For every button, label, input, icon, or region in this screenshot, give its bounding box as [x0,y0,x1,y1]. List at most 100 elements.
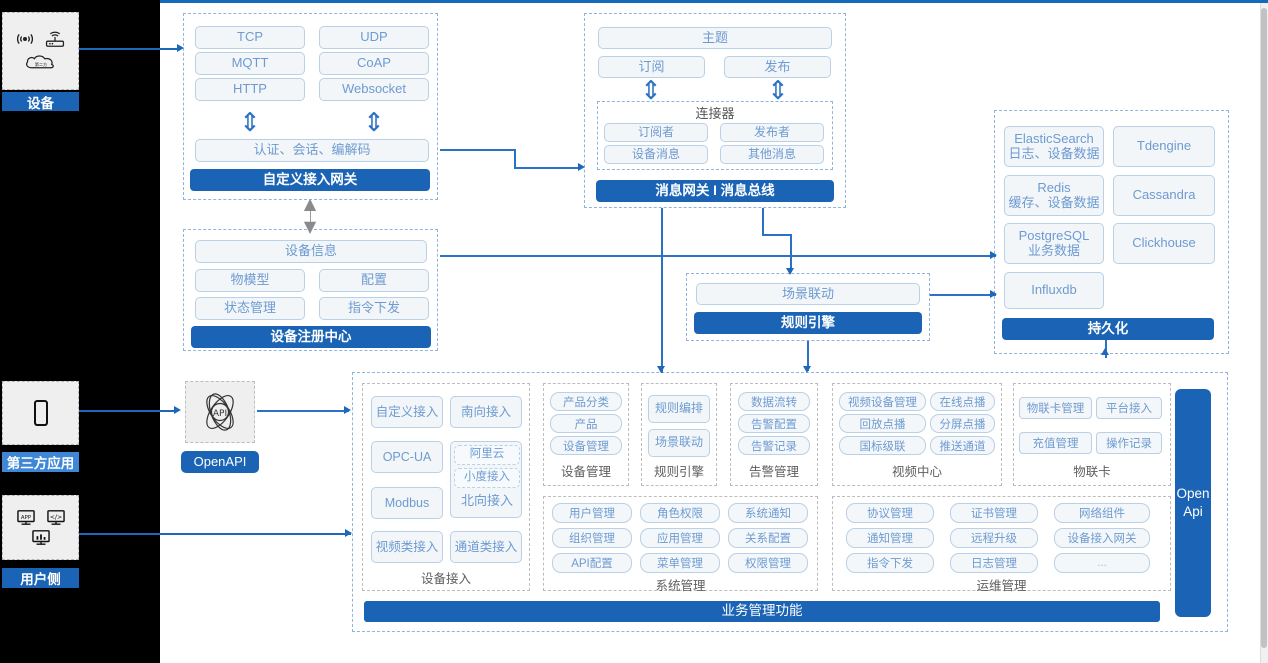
device-state-mgmt[interactable]: 状态管理 [195,297,305,320]
store-desc: 业务数据 [1027,242,1080,258]
connector-gateway-bus-v [514,149,516,169]
item-relation-config[interactable]: 关系配置 [728,528,808,548]
store-clickhouse[interactable]: Clickhouse [1113,223,1215,264]
page-scrollbar[interactable] [1260,3,1268,663]
item-more[interactable]: ... [1054,553,1150,573]
item-system-notice[interactable]: 系统通知 [728,503,808,523]
item-operation-record[interactable]: 操作记录 [1096,432,1162,454]
item-push-channel[interactable]: 推送通道 [930,436,995,455]
item-remote-upgrade[interactable]: 远程升级 [950,528,1038,548]
access-northbound[interactable]: 阿里云 小度接入 北向接入 [450,441,522,518]
arrow-openapi-to-business [344,406,351,414]
business-footer-bar[interactable]: 业务管理功能 [364,601,1160,622]
item-command-dispatch[interactable]: 指令下发 [846,553,934,573]
item-role-permission[interactable]: 角色权限 [640,503,720,523]
item-org-mgmt[interactable]: 组织管理 [552,528,632,548]
signal-icon [15,31,35,47]
updown-arrow-subscribe: ⇕ [640,75,662,106]
access-video[interactable]: 视频类接入 [371,531,443,563]
item-menu-mgmt[interactable]: 菜单管理 [640,553,720,573]
protocol-http[interactable]: HTTP [195,78,305,101]
device-icon-card: 第二方 [2,12,79,90]
access-channel[interactable]: 通道类接入 [450,531,522,563]
gateway-middle-functions[interactable]: 认证、会话、编解码 [195,139,429,162]
item-gb-cascade[interactable]: 国标级联 [839,436,926,455]
access-custom[interactable]: 自定义接入 [371,396,443,428]
connector-publisher[interactable]: 发布者 [720,123,824,142]
store-elasticsearch[interactable]: ElasticSearch 日志、设备数据 [1004,126,1104,167]
store-redis[interactable]: Redis 缓存、设备数据 [1004,175,1104,216]
access-aliyun[interactable]: 阿里云 [454,445,520,465]
openapi-vertical-bar[interactable]: Open Api [1175,389,1211,617]
scene-linkage-box[interactable]: 场景联动 [696,283,920,305]
group-label-device-mgmt: 设备管理 [560,464,611,479]
subscribe-box[interactable]: 订阅 [598,56,705,78]
publish-box[interactable]: 发布 [724,56,831,78]
item-api-config[interactable]: API配置 [552,553,632,573]
store-influxdb[interactable]: Influxdb [1004,272,1104,309]
access-modbus[interactable]: Modbus [371,487,443,519]
openapi-tag[interactable]: OpenAPI [181,451,259,473]
item-online-play[interactable]: 在线点播 [930,392,995,411]
rule-engine-footer[interactable]: 规则引擎 [694,312,922,334]
item-user-mgmt[interactable]: 用户管理 [552,503,632,523]
item-permission-mgmt[interactable]: 权限管理 [728,553,808,573]
gateway-footer[interactable]: 自定义接入网关 [190,169,430,191]
item-protocol-mgmt[interactable]: 协议管理 [846,503,934,523]
item-device-access-gateway[interactable]: 设备接入网关 [1054,528,1150,548]
group-label-alarm-mgmt: 告警管理 [748,464,799,479]
item-data-forward[interactable]: 数据流转 [738,392,810,411]
item-video-device-mgmt[interactable]: 视频设备管理 [839,392,926,411]
device-registry-footer[interactable]: 设备注册中心 [191,326,431,348]
item-iot-card-mgmt[interactable]: 物联卡管理 [1019,397,1092,419]
access-gateway-group [183,13,438,200]
access-opc-ua[interactable]: OPC-UA [371,441,443,473]
store-name: Influxdb [1031,282,1077,298]
device-info-box[interactable]: 设备信息 [195,240,427,263]
arrow-registry-to-persistence [990,251,997,259]
protocol-mqtt[interactable]: MQTT [195,52,305,75]
store-cassandra[interactable]: Cassandra [1113,175,1215,216]
item-rule-orchestration[interactable]: 规则编排 [648,395,710,423]
item-playback[interactable]: 回放点播 [839,414,926,433]
store-tdengine[interactable]: Tdengine [1113,126,1215,167]
message-bus-footer[interactable]: 消息网关 I 消息总线 [596,180,834,202]
item-app-mgmt[interactable]: 应用管理 [640,528,720,548]
device-command-dispatch[interactable]: 指令下发 [319,297,429,320]
device-thing-model[interactable]: 物模型 [195,269,305,292]
arrow-gateway-registry-up: ▲ [303,194,317,213]
item-scene-linkage[interactable]: 场景联动 [648,429,710,457]
item-log-mgmt[interactable]: 日志管理 [950,553,1038,573]
item-alarm-record[interactable]: 告警记录 [738,436,810,455]
scrollbar-thumb[interactable] [1261,8,1267,648]
access-xiaodu[interactable]: 小度接入 [454,468,520,488]
protocol-udp[interactable]: UDP [319,26,429,49]
item-device-mgmt[interactable]: 设备管理 [550,436,622,455]
item-network-component[interactable]: 网络组件 [1054,503,1150,523]
item-product[interactable]: 产品 [550,414,622,433]
item-product-category[interactable]: 产品分类 [550,392,622,411]
protocol-tcp[interactable]: TCP [195,26,305,49]
item-alarm-config[interactable]: 告警配置 [738,414,810,433]
item-recharge-mgmt[interactable]: 充值管理 [1019,432,1092,454]
item-notice-mgmt[interactable]: 通知管理 [846,528,934,548]
connector-other-message[interactable]: 其他消息 [720,145,824,164]
router-icon [44,31,66,48]
openapi-icon-card [185,381,255,443]
user-side-icon-card: APP </> [2,495,79,560]
group-video-center [832,383,1002,486]
device-config[interactable]: 配置 [319,269,429,292]
protocol-coap[interactable]: CoAP [319,52,429,75]
item-cert-mgmt[interactable]: 证书管理 [950,503,1038,523]
persistence-footer[interactable]: 持久化 [1002,318,1214,340]
device-registry-group [183,229,438,351]
access-southbound[interactable]: 南向接入 [450,396,522,428]
item-platform-access[interactable]: 平台接入 [1096,397,1162,419]
protocol-websocket[interactable]: Websocket [319,78,429,101]
topic-box[interactable]: 主题 [598,27,832,49]
connector-device-message[interactable]: 设备消息 [604,145,708,164]
connector-subscriber[interactable]: 订阅者 [604,123,708,142]
item-split-screen-play[interactable]: 分屏点播 [930,414,995,433]
store-postgresql[interactable]: PostgreSQL 业务数据 [1004,223,1104,264]
